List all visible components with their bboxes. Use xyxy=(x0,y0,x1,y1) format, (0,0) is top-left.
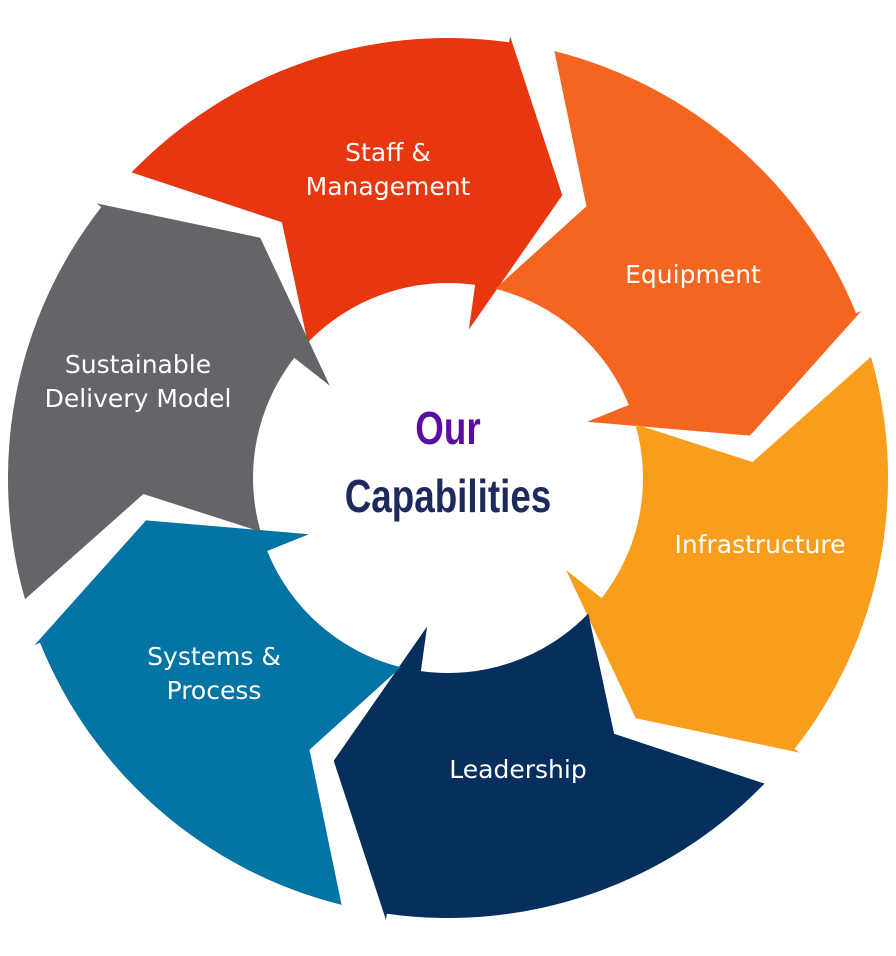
center-title-line2: Capabilities xyxy=(344,470,552,522)
label-leadership: Leadership xyxy=(449,755,587,784)
center-title-line1: Our xyxy=(415,402,481,454)
arrow-segment-staff xyxy=(131,36,563,343)
label-staff: Staff &Management xyxy=(305,138,471,201)
arrow-segment-leadership xyxy=(333,613,765,920)
arrow-segment-systems xyxy=(34,520,401,905)
arrow-segment-infrastructure xyxy=(566,356,889,753)
label-equipment: Equipment xyxy=(625,260,761,289)
label-systems: Systems &Process xyxy=(147,642,281,705)
center-title: Our Capabilities xyxy=(319,394,577,530)
label-infrastructure: Infrastructure xyxy=(674,530,846,559)
arrow-segment-sustainable xyxy=(7,203,330,600)
arrow-segment-equipment xyxy=(495,51,862,436)
